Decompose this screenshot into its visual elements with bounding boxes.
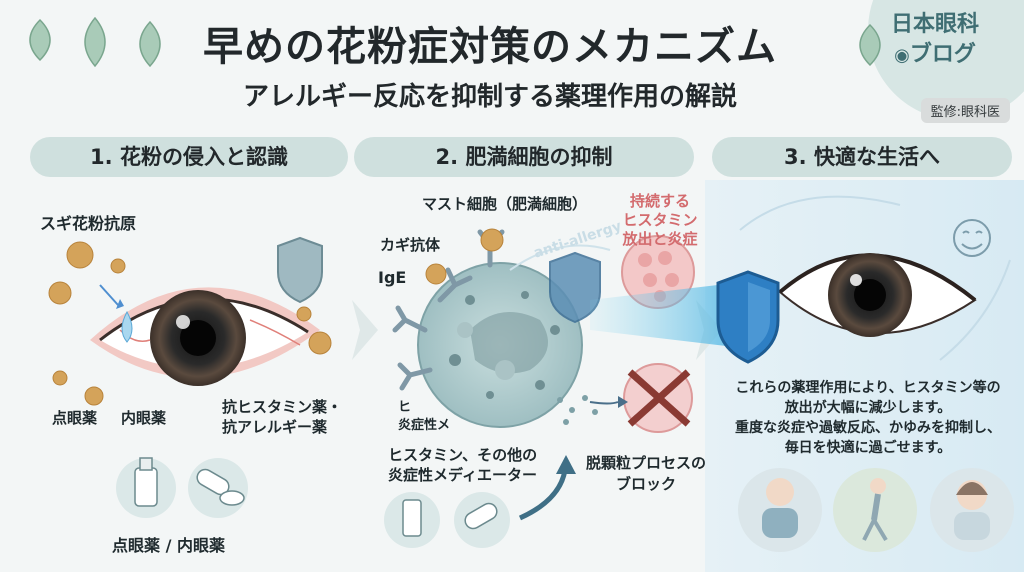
inflammatory-short-label: 炎症性メ (398, 418, 451, 433)
sustained-release-label: 持続する ヒスタミン 放出と炎症 (622, 192, 698, 248)
ige-label: IgE (378, 268, 407, 287)
blog-name-line1: 日本眼科 (890, 12, 979, 37)
mast-cell-label: マスト細胞（肥満細胞） (422, 195, 588, 213)
histamine-mediator-line1: ヒスタミン、その他の (388, 446, 538, 464)
antibody-label: カギ抗体 (380, 236, 441, 254)
histamine-mediator-line2: 炎症性メディエーター (388, 466, 537, 484)
eye-icon: ◉ (894, 45, 910, 66)
antigen-label: スギ花粉抗原 (40, 214, 137, 233)
blog-name-line2: ◉ブログ (894, 42, 976, 67)
section-header-3: 3. 快適な生活へ (712, 137, 1012, 177)
supervision-badge: 監修:眼科医 (920, 98, 1010, 123)
shield-icon (277, 236, 323, 304)
leaf-icon (29, 16, 881, 68)
blog-logo: 日本眼科 ◉ブログ (860, 10, 1010, 82)
page-subtitle: アレルギー反応を抑制する薬理作用の解説 (242, 82, 737, 112)
histamine-short-label: ヒ (398, 400, 412, 415)
section-header-1: 1. 花粉の侵入と認識 (30, 137, 348, 177)
mast-cell (417, 262, 583, 428)
cross-mark-icon (627, 369, 691, 427)
eye-icon-healthy (778, 253, 977, 337)
antihistamine-label-line2: 抗アレルギー薬 (222, 418, 328, 436)
smiley-icon (953, 219, 991, 257)
page-title: 早めの花粉症対策のメカニズム (203, 24, 777, 70)
eye-drops-label: 点眼薬 (52, 409, 98, 427)
degranulation-block-label: 脱顆粒プロセスの ブロック (586, 454, 707, 493)
oral-medicine-label: 内眼薬 (121, 409, 167, 427)
medication-type-label: 点眼薬 / 内眼薬 (112, 536, 225, 555)
section-header-2: 2. 肥満細胞の抑制 (354, 137, 694, 177)
effect-description: これらの薬理作用により、ヒスタミン等の 放出が大幅に減少します。 重度な炎症や過… (735, 380, 1001, 456)
antihistamine-label-line1: 抗ヒスタミン薬・ (222, 398, 343, 416)
